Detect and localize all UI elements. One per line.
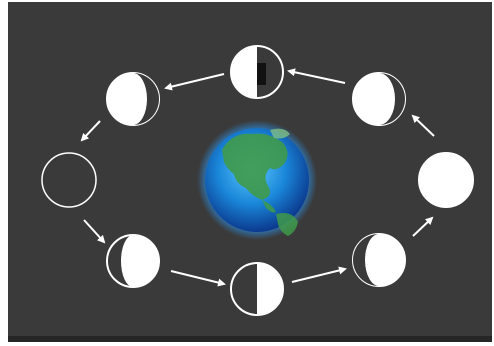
panel-bottom-edge bbox=[8, 336, 492, 342]
moon-phase-upper-right bbox=[353, 73, 405, 125]
moon-phase-top bbox=[231, 46, 283, 98]
moon-phase-upper-left bbox=[107, 73, 159, 125]
moon-phase-left bbox=[42, 153, 96, 207]
moon-phase-bottom bbox=[231, 263, 283, 315]
moon-phase-lower-right bbox=[353, 234, 405, 286]
earth-globe-icon bbox=[197, 120, 317, 240]
moon-phase-right bbox=[419, 153, 473, 207]
moon-phase-lower-left bbox=[107, 235, 159, 287]
